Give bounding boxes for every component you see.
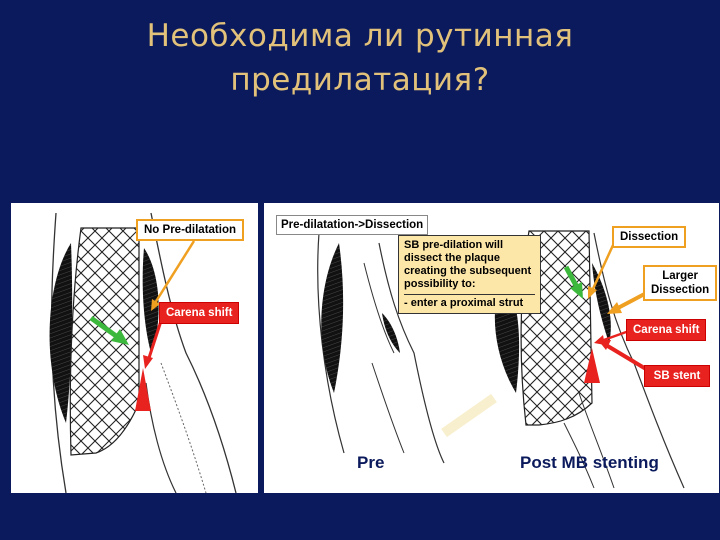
larger-dissection-line-1: Larger xyxy=(662,270,698,282)
sb-predilation-note: SB pre-dilation will dissect the plaque … xyxy=(398,235,541,314)
post-plaque-carina xyxy=(592,263,611,343)
caption-post-mb-stenting: Post MB stenting xyxy=(520,453,659,472)
plaque-left xyxy=(49,243,73,423)
pre-plaque-carina xyxy=(382,313,400,353)
note-line-5: - enter a proximal strut xyxy=(404,294,535,310)
side-branch-wall xyxy=(145,382,177,493)
carena-shift-marker xyxy=(135,368,151,411)
green-arrow xyxy=(89,315,121,341)
note-line-3: creating the subsequent xyxy=(404,265,532,277)
note-line-2: dissect the plaque xyxy=(404,252,500,264)
right-illustration-panel: Pre-dilatation->Dissection SB pre-dilati… xyxy=(264,203,719,493)
left-illustration-panel: No Pre-dilatation Carena shift xyxy=(11,203,258,493)
caption-pre: Pre xyxy=(357,453,385,472)
left-vessel-drawing xyxy=(49,212,237,493)
title-line-2: предилатация? xyxy=(230,62,490,98)
label-carena-shift-left: Carena shift xyxy=(159,302,240,324)
title-line-1: Необходима ли рутинная xyxy=(146,18,574,54)
label-predilatation-dissection: Pre-dilatation->Dissection xyxy=(276,215,429,235)
plaque-carina xyxy=(142,248,159,353)
note-line-1: SB pre-dilation will xyxy=(404,239,504,251)
label-sb-stent: SB stent xyxy=(644,365,710,387)
stent-mesh xyxy=(69,227,140,456)
note-line-4: possibility to: xyxy=(404,278,476,290)
orange-arrow-head xyxy=(151,299,160,311)
larger-dissection-line-2: Dissection xyxy=(651,284,710,296)
label-carena-shift-right: Carena shift xyxy=(626,319,707,341)
label-no-predilatation: No Pre-dilatation xyxy=(136,219,245,241)
label-larger-dissection: Larger Dissection xyxy=(643,265,718,301)
label-dissection: Dissection xyxy=(612,226,687,248)
sb-stent-marker xyxy=(584,348,600,383)
pre-plaque-left xyxy=(321,243,344,393)
slide-title: Необходима ли рутинная предилатация? xyxy=(0,14,720,102)
vessel-wall-right xyxy=(150,212,237,493)
